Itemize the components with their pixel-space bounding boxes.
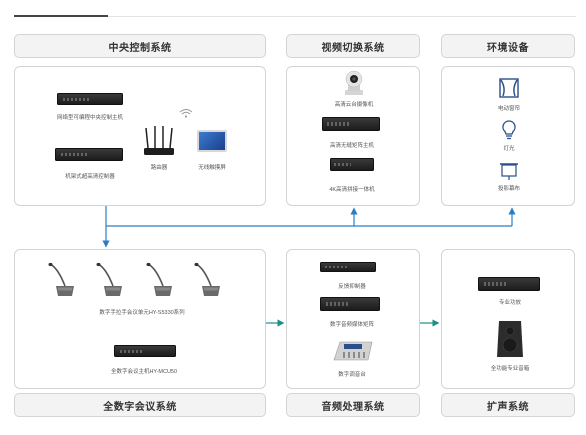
wifi-icon [179, 109, 193, 118]
central-host-caption: 网络型可编程中央控制主机 [56, 115, 123, 121]
digital-mixer-caption: 数字调音台 [338, 372, 366, 378]
environment-title: 环境设备 [441, 34, 575, 58]
conference-microphone-icon [194, 262, 220, 296]
video-matrix-caption: 高清无缝矩阵主机 [329, 143, 374, 149]
rack-controller-device [55, 148, 123, 161]
feedback-suppressor-device [320, 262, 376, 272]
ptz-camera-caption: 高清云台摄像机 [334, 102, 374, 108]
central-control-title: 中央控制系统 [14, 34, 266, 58]
audio-processing-title: 音频处理系统 [286, 393, 420, 417]
header-divider [108, 15, 576, 17]
curtain-icon [499, 78, 519, 98]
ptz-camera-icon [345, 70, 363, 95]
audio-processing-panel [286, 249, 420, 389]
light-caption: 灯光 [503, 146, 515, 152]
conference-title: 全数字会议系统 [14, 393, 266, 417]
speaker-caption: 全功能专业音箱 [490, 366, 530, 372]
conference-unit-caption: 数字手拉手会议单元HY-S5330系列 [99, 310, 185, 316]
conference-microphone-icon [48, 262, 74, 296]
conference-microphone-icon [96, 262, 122, 296]
central-control-panel [14, 66, 266, 206]
conference-host-device [114, 345, 176, 357]
rack-controller-caption: 机架式超高清控制器 [65, 174, 115, 180]
speaker-icon [497, 321, 523, 357]
digital-mixer-icon [333, 341, 373, 361]
conference-host-caption: 全数字会议主机HY-MCU50 [110, 369, 178, 375]
light-bulb-icon [502, 120, 516, 140]
splicing-processor-caption: 4K高清拼接一体机 [329, 187, 375, 193]
central-control-host-device [57, 93, 123, 105]
curtain-caption: 电动窗帘 [497, 106, 520, 112]
video-matrix-device [322, 117, 380, 131]
sound-reinforcement-title: 扩声系统 [441, 393, 575, 417]
sound-reinforcement-panel [441, 249, 575, 389]
touch-panel-caption: 无线触摸屏 [198, 165, 226, 171]
router-icon [144, 126, 174, 155]
audio-matrix-caption: 数字音频媒体矩阵 [329, 322, 374, 328]
conference-microphone-icon [146, 262, 172, 296]
router-caption: 路由器 [150, 165, 168, 171]
projection-screen-caption: 投影幕布 [497, 186, 520, 192]
projection-screen-icon [500, 163, 518, 180]
splicing-processor-device [330, 158, 374, 171]
power-amplifier-caption: 专业功放 [498, 300, 521, 306]
conference-panel [14, 249, 266, 389]
header-accent-line [14, 15, 108, 17]
touch-panel-icon [197, 130, 227, 152]
audio-matrix-device [320, 297, 380, 311]
feedback-suppressor-caption: 反馈抑制器 [338, 284, 366, 290]
video-switch-title: 视频切换系统 [286, 34, 420, 58]
power-amplifier-device [478, 277, 540, 291]
